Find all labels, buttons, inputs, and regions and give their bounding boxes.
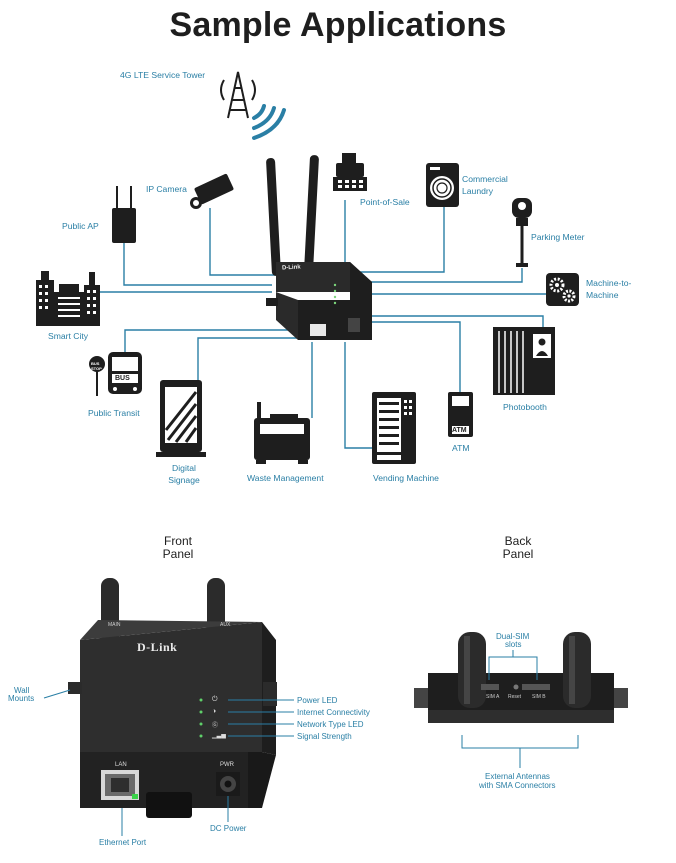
public-transit-icon (89, 352, 142, 396)
label-laundry-1: Commercial (462, 174, 508, 184)
router-brand: D-Link (281, 264, 301, 272)
front-lan-label: LAN (115, 762, 127, 768)
label-laundry-2: Laundry (462, 186, 494, 196)
point-of-sale-icon (333, 153, 367, 191)
bus-label: BUS (115, 375, 130, 382)
public-ap-icon (112, 186, 136, 243)
front-main-label: MAIN (108, 622, 121, 628)
atm-screen: ATM (452, 427, 467, 434)
label-waste-management: Waste Management (247, 473, 324, 483)
label-vending-machine: Vending Machine (373, 473, 439, 483)
label-wall-mounts-2: Mounts (8, 694, 35, 703)
sim-a-label: SIM A (486, 694, 500, 700)
label-signage-2: Signage (168, 475, 200, 485)
label-dc-power: DC Power (210, 824, 247, 833)
label-lte-tower: 4G LTE Service Tower (120, 70, 206, 80)
front-callout-lines (43, 689, 294, 836)
label-network-type-led: Network Type LED (297, 720, 364, 729)
label-signage-1: Digital (172, 463, 196, 473)
label-internet-connectivity: Internet Connectivity (297, 708, 370, 717)
label-public-transit: Public Transit (88, 408, 140, 418)
back-panel-device (414, 632, 628, 723)
waste-management-icon (254, 402, 310, 464)
power-led-icon: ⏻ (212, 696, 218, 703)
front-panel-device (68, 578, 277, 818)
back-callout-lines (461, 650, 579, 768)
label-external-antennas-1: External Antennas (485, 772, 550, 781)
center-router-icon (266, 155, 372, 340)
lte-tower-icon (220, 71, 256, 119)
label-atm: ATM (452, 443, 470, 453)
label-external-antennas-2: with SMA Connectors (479, 781, 556, 790)
signal-waves-icon (252, 104, 286, 140)
atm-icon (448, 392, 473, 437)
network-led-icon: Ⓖ (212, 723, 219, 729)
label-dual-sim-2: slots (505, 640, 522, 649)
machine-to-machine-icon (546, 273, 579, 306)
reset-label: Reset (508, 694, 522, 700)
label-m2m-2: Machine (586, 290, 619, 300)
laundry-icon (426, 163, 459, 207)
label-point-of-sale: Point-of-Sale (360, 197, 410, 207)
label-ethernet-port: Ethernet Port (99, 838, 147, 847)
label-m2m-1: Machine-to- (586, 278, 632, 288)
front-brand-logo: D-Link (137, 640, 178, 654)
digital-signage-icon (156, 380, 206, 457)
label-smart-city: Smart City (48, 331, 89, 341)
front-aux-label: AUX (220, 622, 231, 628)
parking-meter-icon (512, 198, 532, 267)
photobooth-icon (493, 327, 555, 395)
connection-lines (100, 200, 546, 449)
label-wall-mounts-1: Wall (14, 686, 30, 695)
label-ip-camera: IP Camera (146, 184, 187, 194)
ip-camera-icon (190, 173, 234, 209)
signal-led-icon: ▁▃▅ (212, 733, 226, 739)
label-dual-sim-1: Dual-SIM (496, 632, 530, 641)
label-public-ap: Public AP (62, 221, 99, 231)
label-power-led: Power LED (297, 696, 338, 705)
smart-city-icon (36, 271, 100, 326)
sim-b-label: SIM B (532, 694, 546, 700)
label-photobooth: Photobooth (503, 402, 547, 412)
internet-led-icon: ◑ (212, 708, 217, 715)
page-title: Sample Applications (169, 6, 507, 44)
front-pwr-label: PWR (220, 762, 234, 768)
label-parking-meter: Parking Meter (531, 232, 585, 242)
label-signal-strength: Signal Strength (297, 732, 352, 741)
vending-machine-icon (372, 392, 416, 464)
